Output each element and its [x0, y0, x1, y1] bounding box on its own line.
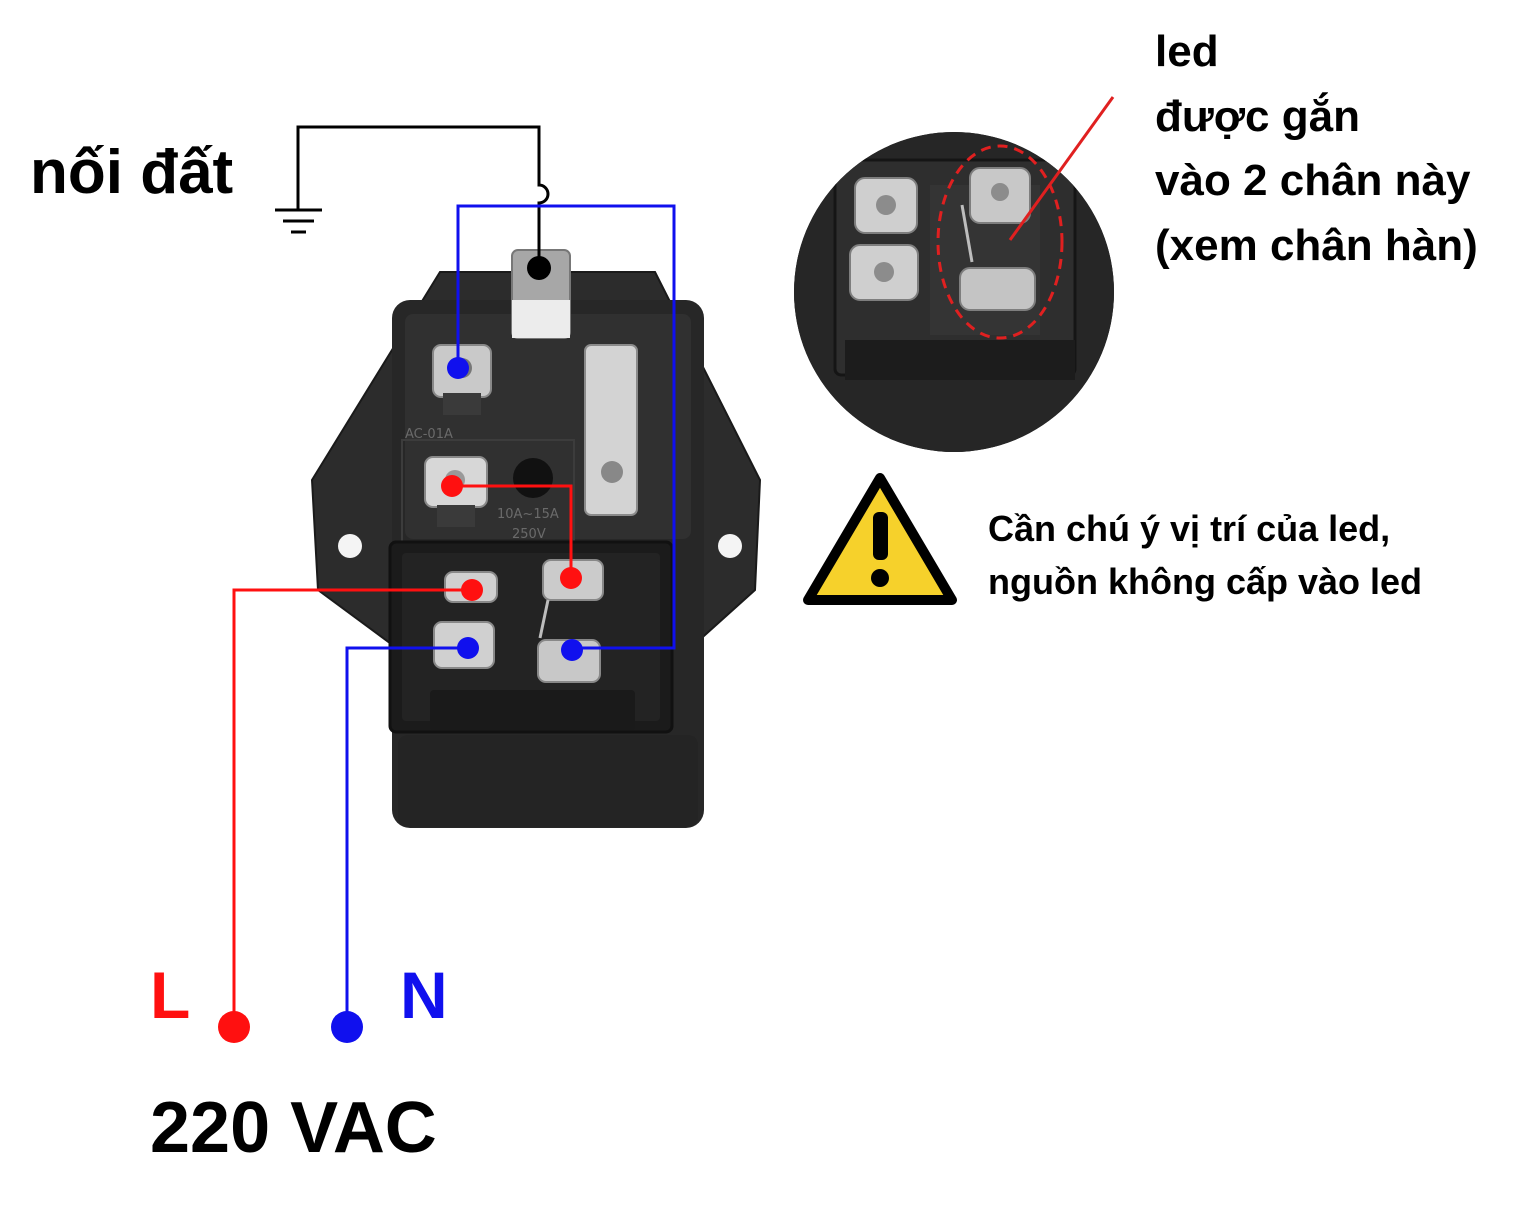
rating-marking: 10A~15A — [497, 507, 559, 522]
ground-symbol-icon — [275, 200, 322, 234]
fuse-hole — [513, 458, 553, 498]
blade-terminal — [584, 344, 638, 516]
iec-socket-with-switch: AC-01A 10A~15A 250V — [310, 249, 762, 828]
neutral-terminal-dot — [331, 1011, 363, 1043]
warning-triangle-icon — [803, 473, 957, 605]
warning-text: Cần chú ý vị trí của led, nguồn không cấ… — [988, 508, 1423, 602]
inset-terminal-4 — [959, 267, 1036, 311]
mounting-hole-right — [718, 534, 742, 558]
led-note: led được gắn vào 2 chân này (xem chân hà… — [1155, 27, 1478, 271]
voltage-marking: 250V — [512, 527, 546, 542]
ground-label: nối đất — [30, 138, 234, 207]
neutral-wire-input — [345, 646, 468, 1026]
live-label: L — [150, 958, 191, 1032]
ground-wire — [296, 125, 550, 268]
neutral-wire-loop — [456, 204, 676, 650]
live-wire-fuse — [452, 484, 573, 576]
voltage-label: 220 VAC — [150, 1088, 437, 1168]
ground-connection — [275, 125, 551, 280]
neutral-node-switch — [457, 637, 479, 659]
live-node-switch-out — [560, 567, 582, 589]
neutral-label: N — [400, 958, 448, 1032]
neutral-wiring — [331, 204, 676, 1043]
model-marking: AC-01A — [405, 427, 453, 442]
live-node-switch-in — [461, 579, 483, 601]
live-node-fuse — [441, 475, 463, 497]
led-pins-highlight — [936, 144, 1064, 340]
mounting-hole-left — [338, 534, 362, 558]
neutral-node-top — [447, 357, 469, 379]
live-wiring — [218, 475, 582, 1043]
led-pointer-line — [1008, 96, 1115, 241]
neutral-node-led — [561, 639, 583, 661]
live-wire-input — [232, 588, 472, 1026]
live-terminal-dot — [218, 1011, 250, 1043]
led-inset-zoom — [794, 96, 1115, 452]
ground-node — [527, 256, 551, 280]
